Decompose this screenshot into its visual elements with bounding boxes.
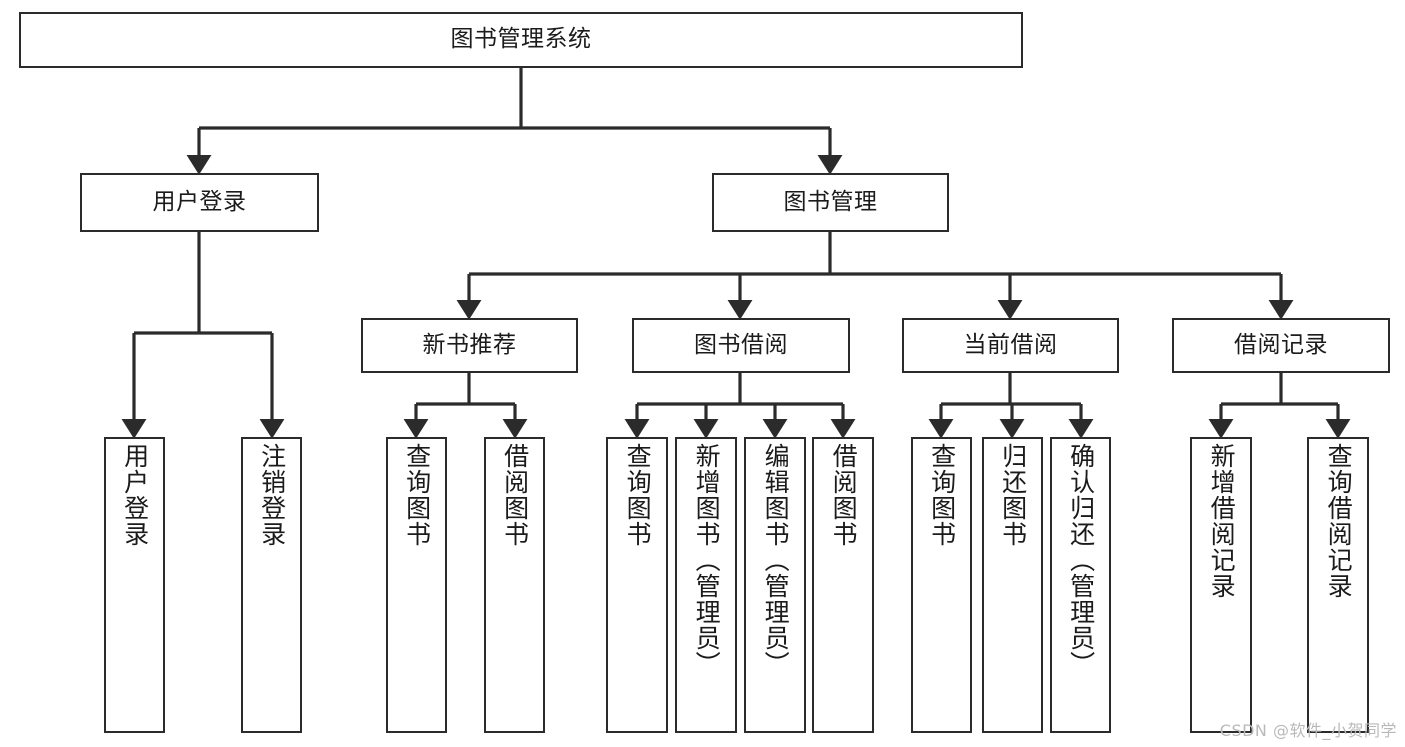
node-leaf-borrow-book-recommend[interactable]: 借阅图书 (484, 437, 545, 733)
node-leaf-query-book-current[interactable]: 查询图书 (911, 437, 972, 733)
node-leaf-query-book-recommend[interactable]: 查询图书 (386, 437, 447, 733)
node-leaf-query-book-recommend-label: 查询图书 (402, 443, 432, 547)
node-borrow-record-label: 借阅记录 (1234, 331, 1328, 358)
node-book-manage-label: 图书管理 (783, 188, 878, 215)
node-leaf-return-book-label: 归还图书 (998, 443, 1028, 547)
node-new-book-recommend[interactable]: 新书推荐 (361, 318, 578, 373)
node-leaf-query-book-borrow[interactable]: 查询图书 (606, 437, 668, 733)
node-leaf-edit-book-admin[interactable]: 编辑图书（管理员） (744, 437, 806, 733)
node-leaf-return-book[interactable]: 归还图书 (982, 437, 1043, 733)
node-leaf-add-book-admin-label: 新增图书（管理员） (692, 443, 722, 677)
node-book-borrow-label: 图书借阅 (694, 331, 788, 358)
node-leaf-user-logout-label: 注销登录 (257, 443, 287, 547)
node-user-login[interactable]: 用户登录 (80, 173, 319, 232)
node-borrow-record[interactable]: 借阅记录 (1172, 318, 1390, 373)
node-leaf-confirm-return-admin-label: 确认归还（管理员） (1066, 443, 1096, 677)
node-leaf-edit-book-admin-label: 编辑图书（管理员） (761, 443, 791, 677)
node-root[interactable]: 图书管理系统 (19, 12, 1023, 68)
node-leaf-add-borrow-record-label: 新增借阅记录 (1207, 443, 1237, 599)
node-leaf-user-login-label: 用户登录 (120, 443, 150, 547)
node-current-borrow[interactable]: 当前借阅 (902, 318, 1119, 373)
node-new-book-recommend-label: 新书推荐 (422, 331, 517, 358)
node-leaf-user-logout[interactable]: 注销登录 (241, 437, 302, 733)
node-leaf-borrow-book-recommend-label: 借阅图书 (500, 443, 530, 547)
node-book-borrow[interactable]: 图书借阅 (632, 318, 850, 373)
node-leaf-query-borrow-record[interactable]: 查询借阅记录 (1307, 437, 1369, 733)
node-leaf-borrow-book-borrow[interactable]: 借阅图书 (812, 437, 874, 733)
node-leaf-add-borrow-record[interactable]: 新增借阅记录 (1190, 437, 1252, 733)
node-leaf-borrow-book-borrow-label: 借阅图书 (829, 443, 859, 547)
node-root-label: 图书管理系统 (450, 26, 592, 53)
node-leaf-user-login[interactable]: 用户登录 (104, 437, 165, 733)
node-current-borrow-label: 当前借阅 (963, 331, 1058, 358)
node-leaf-query-book-current-label: 查询图书 (927, 443, 957, 547)
node-leaf-confirm-return-admin[interactable]: 确认归还（管理员） (1050, 437, 1111, 733)
node-leaf-add-book-admin[interactable]: 新增图书（管理员） (675, 437, 737, 733)
node-leaf-query-borrow-record-label: 查询借阅记录 (1324, 443, 1354, 599)
node-leaf-query-book-borrow-label: 查询图书 (623, 443, 653, 547)
node-user-login-label: 用户登录 (152, 188, 247, 215)
node-book-manage[interactable]: 图书管理 (712, 173, 949, 232)
